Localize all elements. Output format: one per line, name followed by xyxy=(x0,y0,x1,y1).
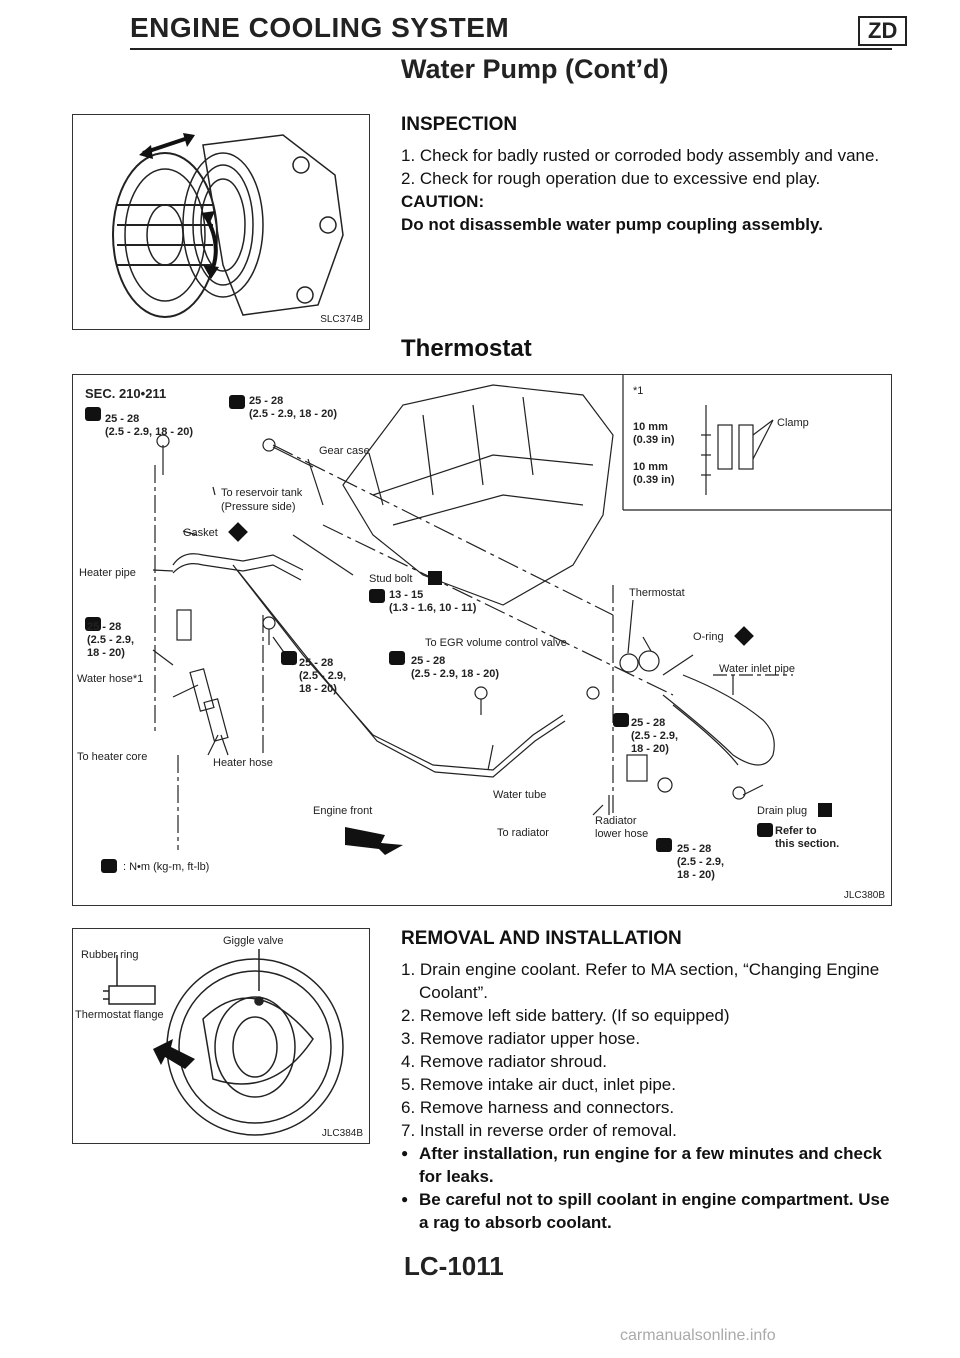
step-item: 2. Remove left side battery. (If so equi… xyxy=(401,1006,730,1025)
step-item: 1. Drain engine coolant. Refer to MA sec… xyxy=(401,960,880,1002)
removal-steps: 1. Drain engine coolant. Refer to MA sec… xyxy=(401,958,891,1142)
heater-core-label: To heater core xyxy=(77,751,148,763)
egr-label: To EGR volume control valve xyxy=(425,637,567,649)
thermostat-flange-figure: Rubber ring Giggle valve Thermostat flan… xyxy=(72,928,370,1144)
figure-id: SLC374B xyxy=(320,314,363,325)
torque-label: 25 - 28 (2.5 - 2.9, 18 - 20) xyxy=(677,843,725,881)
torque-label: 25 - 28 (2.5 - 2.9, 18 - 20) xyxy=(87,621,135,659)
bullet-icon: ● xyxy=(401,1146,409,1160)
note-item: After installation, run engine for a few… xyxy=(419,1144,882,1186)
water-inlet-pipe-label: Water inlet pipe xyxy=(719,663,796,675)
removal-heading: REMOVAL AND INSTALLATION xyxy=(401,928,682,949)
water-pump-illustration xyxy=(112,133,344,318)
page-subtitle: Water Pump (Cont’d) xyxy=(401,54,669,84)
removal-section: REMOVAL AND INSTALLATION 1. Drain engine… xyxy=(401,928,891,1234)
gear-case-label: Gear case xyxy=(319,445,370,457)
water-hose-label: Water hose*1 xyxy=(77,673,144,685)
engine-front-label: Engine front xyxy=(313,805,373,817)
reservoir-label: To reservoir tank xyxy=(221,487,303,499)
inspection-heading: INSPECTION xyxy=(401,114,518,135)
figure-id: JLC380B xyxy=(843,890,885,901)
clamp-note-marker: *1 xyxy=(633,385,644,397)
drain-plug-label: Drain plug xyxy=(757,805,808,817)
heater-pipe-label: Heater pipe xyxy=(79,567,136,579)
o-ring-label: O-ring xyxy=(693,631,724,643)
gasket-label: Gasket xyxy=(183,527,218,539)
to-radiator-label: To radiator xyxy=(497,827,549,839)
reservoir-label-2: (Pressure side) xyxy=(221,501,296,513)
section-ref: SEC. 210•211 xyxy=(85,386,167,401)
caution-text: Do not disassemble water pump coupling a… xyxy=(401,215,823,234)
torque-label: 25 - 28 (2.5 - 2.9, 18 - 20) xyxy=(299,657,347,695)
bullet-icon: ● xyxy=(401,1192,409,1206)
figure-id: JLC384B xyxy=(321,1128,363,1139)
step-item: 6. Remove harness and connectors. xyxy=(401,1098,675,1117)
stud-bolt-label: Stud bolt xyxy=(369,573,413,585)
torque-label: 25 - 28 (2.5 - 2.9, 18 - 20) xyxy=(105,413,194,438)
torque-legend: : N•m (kg-m, ft-lb) xyxy=(123,861,210,873)
clamp-label: Clamp xyxy=(777,417,809,429)
inspection-line: 2. Check for rough operation due to exce… xyxy=(401,169,821,188)
header-rule xyxy=(130,48,892,50)
section-title: ENGINE COOLING SYSTEM xyxy=(130,12,510,43)
torque-label: 25 - 28 (2.5 - 2.9, 18 - 20) xyxy=(249,395,338,420)
watermark: carmanualsonline.info xyxy=(620,1327,776,1344)
torque-label: 25 - 28 (2.5 - 2.9, 18 - 20) xyxy=(411,655,500,680)
inspection-section: INSPECTION 1. Check for badly rusted or … xyxy=(401,114,891,236)
rubber-ring-label: Rubber ring xyxy=(81,949,139,961)
inspection-line: 1. Check for badly rusted or corroded bo… xyxy=(401,146,880,165)
torque-label: 25 - 28 (2.5 - 2.9, 18 - 20) xyxy=(631,717,679,755)
model-code-badge: ZD xyxy=(858,16,908,46)
step-item: 3. Remove radiator upper hose. xyxy=(401,1029,641,1048)
clamp-dimension: 10 mm (0.39 in) xyxy=(633,461,675,486)
giggle-valve-label: Giggle valve xyxy=(223,935,284,947)
torque-label: 13 - 15 (1.3 - 1.6, 10 - 11) xyxy=(389,589,477,614)
thermostat-flange-label: Thermostat flange xyxy=(75,1009,164,1021)
thermostat-flange-illustration xyxy=(103,949,344,1136)
caution-label: CAUTION: xyxy=(401,192,485,211)
water-tube-label: Water tube xyxy=(493,789,547,801)
note-item: Be careful not to spill coolant in engin… xyxy=(419,1190,890,1232)
heater-hose-label: Heater hose xyxy=(213,757,273,769)
removal-notes: ● After installation, run engine for a f… xyxy=(401,1142,891,1234)
radiator-lower-hose-label: Radiator lower hose xyxy=(595,815,649,840)
clamp-dimension: 10 mm (0.39 in) xyxy=(633,421,675,446)
step-item: 5. Remove intake air duct, inlet pipe. xyxy=(401,1075,676,1094)
page-number: LC-1011 xyxy=(404,1251,504,1281)
thermostat-label: Thermostat xyxy=(629,587,685,599)
step-item: 7. Install in reverse order of removal. xyxy=(401,1121,677,1140)
thermostat-diagram: SEC. 210•211 25 - 28 (2.5 - 2.9, 18 - 20… xyxy=(72,374,892,906)
water-pump-figure: SLC374B xyxy=(72,114,370,330)
thermostat-exploded-view xyxy=(85,375,891,873)
refer-label: Refer to this section. xyxy=(775,825,840,850)
thermostat-heading: Thermostat xyxy=(401,335,532,362)
step-item: 4. Remove radiator shroud. xyxy=(401,1052,607,1071)
